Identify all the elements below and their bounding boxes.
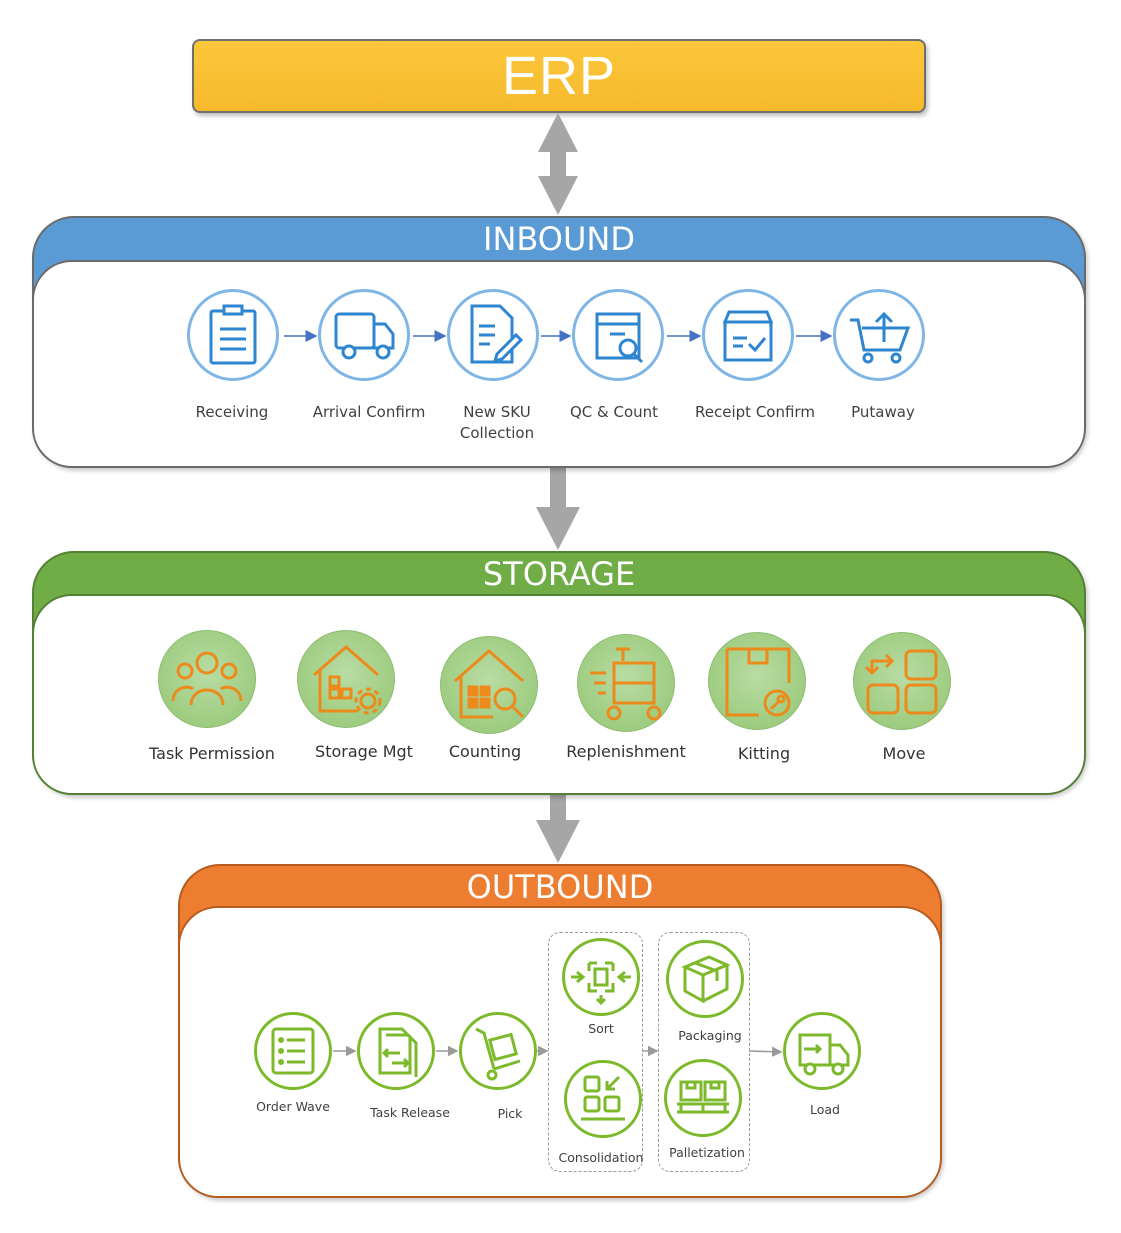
order-wave-step [254, 1012, 332, 1090]
storage-outbound-arrow [536, 792, 580, 863]
counting-label: Counting [448, 742, 522, 761]
qc-count-step [572, 289, 664, 381]
consolidation-step [564, 1060, 642, 1138]
new-sku-collection-label: New SKU Collection [459, 403, 535, 442]
scan-arrows-icon [571, 961, 631, 1006]
cart-upload-icon [850, 311, 911, 364]
qc-count-label: QC & Count [569, 403, 659, 421]
inbound-title: INBOUND [483, 220, 635, 258]
truck-load-icon [798, 1033, 850, 1076]
grid-move-icon [864, 649, 938, 715]
pick-step [459, 1012, 537, 1090]
consolidation-label: Consolidation [558, 1150, 644, 1165]
erp-inbound-double-arrow [538, 113, 578, 215]
arrival-confirm-step [318, 289, 410, 381]
erp-bar: ERP [192, 39, 926, 113]
warehouse-gear-icon [313, 645, 382, 715]
replenishment-item [577, 634, 675, 732]
kitting-item [708, 632, 806, 730]
task-release-label: Task Release [370, 1105, 450, 1120]
replenishment-label: Replenishment [566, 742, 686, 761]
load-label: Load [810, 1102, 840, 1117]
receipt-confirm-step [702, 289, 794, 381]
putaway-step [833, 289, 925, 381]
pick-label: Pick [497, 1106, 523, 1121]
arrival-confirm-label: Arrival Confirm [312, 403, 426, 421]
task-permission-label: Task Permission [149, 744, 275, 763]
outbound-title: OUTBOUND [466, 868, 654, 906]
group-icon [171, 651, 243, 706]
clipboard-icon [209, 304, 257, 365]
storage-title: STORAGE [482, 555, 636, 593]
counting-item [440, 636, 538, 734]
document-edit-icon [470, 304, 524, 364]
move-label: Move [882, 744, 926, 763]
palletization-label: Palletization [669, 1145, 745, 1160]
box-check-icon [722, 310, 774, 362]
packaging-label: Packaging [678, 1028, 742, 1043]
document-transfer-icon [378, 1027, 418, 1077]
load-step [783, 1012, 861, 1090]
order-wave-label: Order Wave [256, 1099, 330, 1114]
sort-consolidation-group [548, 932, 643, 1172]
packaging-step [666, 940, 744, 1018]
package-key-icon [725, 647, 791, 717]
move-item [853, 632, 951, 730]
task-release-step [357, 1012, 435, 1090]
list-icon [271, 1027, 315, 1075]
packaging-palletization-group [658, 932, 750, 1172]
hand-truck-icon [475, 1027, 521, 1081]
erp-label: ERP [501, 46, 617, 106]
box-search-icon [595, 312, 644, 364]
warehouse-search-icon [454, 648, 525, 719]
storage-mgt-label: Storage Mgt [315, 742, 413, 761]
task-permission-item [158, 630, 256, 728]
kitting-label: Kitting [737, 744, 791, 763]
truck-icon [334, 312, 395, 360]
receiving-label: Receiving [195, 403, 269, 421]
palletization-step [664, 1059, 742, 1137]
box-3d-icon [681, 955, 731, 1004]
receipt-confirm-label: Receipt Confirm [695, 403, 815, 421]
putaway-label: Putaway [851, 403, 915, 421]
storage-mgt-item [297, 630, 395, 728]
blocks-merge-icon [581, 1075, 625, 1121]
inbound-storage-arrow [536, 466, 580, 550]
sort-label: Sort [588, 1021, 614, 1036]
pallet-boxes-icon [677, 1080, 729, 1114]
trolley-icon [590, 647, 662, 721]
sort-step [562, 938, 640, 1016]
new-sku-collection-step [447, 289, 539, 381]
receiving-step [187, 289, 279, 381]
